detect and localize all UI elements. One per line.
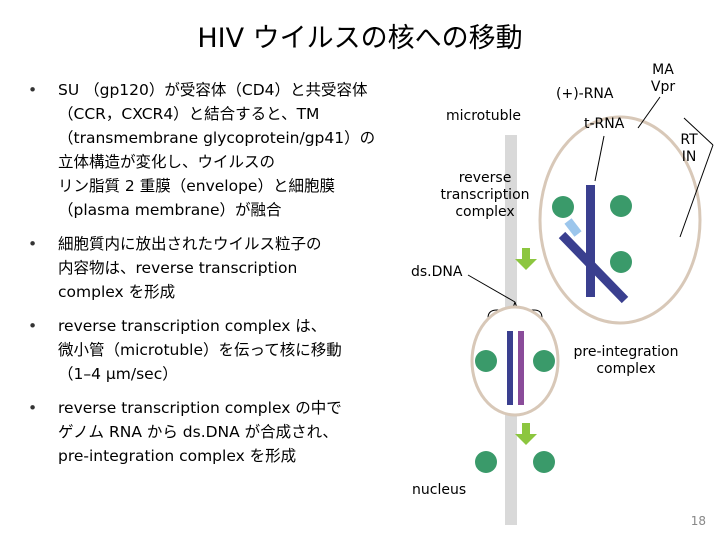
label-line: pre-integration xyxy=(573,344,679,360)
label-nucleus: nucleus xyxy=(412,482,467,498)
dsdna-strand xyxy=(507,331,513,405)
bullet-text-line: pre-integration complex を形成 xyxy=(58,447,297,465)
pointer-rt-in xyxy=(679,144,714,238)
rt-in-protein-dot xyxy=(610,195,632,217)
bullet-text-line: complex を形成 xyxy=(58,283,176,301)
bullet-text-line: （transmembrane glycoprotein/gp41）の xyxy=(58,129,376,147)
label-line: RT xyxy=(680,132,698,148)
label-line: IN xyxy=(681,149,697,165)
label-dsdna: ds.DNA xyxy=(411,264,463,280)
label-line: reverse xyxy=(458,170,512,186)
dsdna-strand xyxy=(518,331,524,405)
rtc-outline xyxy=(538,115,702,325)
label-pre-integration-complex: pre-integration complex xyxy=(566,344,686,378)
bullet-item-dsdna-synthesis: • reverse transcription complex の中で ゲノム … xyxy=(28,396,418,468)
pointer-rt-in xyxy=(683,117,714,146)
page-number: 18 xyxy=(690,514,706,528)
label-line: Vpr xyxy=(650,79,676,95)
bullet-text-line: 立体構造が変化し、ウイルスの xyxy=(58,153,276,171)
bullet-text-line: reverse transcription complex は、 xyxy=(58,317,327,335)
bullet-marker: • xyxy=(28,399,38,417)
bullet-text-line: 細胞質内に放出されたウイルス粒子の xyxy=(58,235,322,253)
bullet-text-line: ゲノム RNA から ds.DNA が合成され、 xyxy=(58,423,338,441)
label-reverse-transcription-complex: reverse transcription complex xyxy=(430,170,540,221)
bullet-text-line: reverse transcription complex の中で xyxy=(58,399,342,417)
plus-rna-strand xyxy=(586,185,595,297)
bullet-marker: • xyxy=(28,317,38,335)
label-ma-vpr: MA Vpr xyxy=(646,62,680,96)
bullet-text-line: （plasma membrane）が融合 xyxy=(58,201,282,219)
label-line: transcription xyxy=(440,187,530,203)
bullet-text-line: 微小管（microtuble）を伝って核に移動 xyxy=(58,341,342,359)
rna-diagonal-strand xyxy=(558,231,629,304)
trna-segment xyxy=(564,218,582,237)
label-trna: t-RNA xyxy=(584,116,625,132)
label-line: complex xyxy=(455,204,515,220)
nucleus-dot xyxy=(533,451,555,473)
nucleus-dot xyxy=(475,451,497,473)
label-microtuble: microtuble xyxy=(446,108,521,124)
rt-in-protein-dot xyxy=(610,251,632,273)
rt-in-protein-dot xyxy=(552,196,574,218)
pointer-dsdna xyxy=(467,274,516,303)
down-arrow-icon xyxy=(515,248,537,270)
integrase-dot xyxy=(475,350,497,372)
bullet-marker: • xyxy=(28,235,38,253)
integrase-dot xyxy=(533,350,555,372)
label-plus-rna: (+)-RNA xyxy=(556,86,614,102)
pointer-trna xyxy=(594,135,605,182)
bullet-text-line: （CCR，CXCR4）と結合すると、TM xyxy=(58,105,320,123)
label-line: complex xyxy=(596,361,656,377)
pointer-ma-vpr xyxy=(637,96,661,129)
down-arrow-icon xyxy=(515,423,537,445)
bullet-list: • SU （gp120）が受容体（CD4）と共受容体 （CCR，CXCR4）と結… xyxy=(28,78,418,478)
bullet-text-line: （1–4 µm/sec） xyxy=(58,365,178,383)
bullet-item-rtc-formation: • 細胞質内に放出されたウイルス粒子の 内容物は、reverse transcr… xyxy=(28,232,418,304)
bullet-text-line: SU （gp120）が受容体（CD4）と共受容体 xyxy=(58,81,368,99)
bullet-text-line: 内容物は、reverse transcription xyxy=(58,259,298,277)
bullet-item-membrane-fusion: • SU （gp120）が受容体（CD4）と共受容体 （CCR，CXCR4）と結… xyxy=(28,78,418,222)
slide-title: HIV ウイルスの核への移動 xyxy=(197,23,523,54)
pic-outline xyxy=(470,305,560,417)
bullet-text-line: リン脂質 2 重膜（envelope）と細胞膜 xyxy=(58,177,335,195)
bullet-marker: • xyxy=(28,81,38,99)
bullet-item-microtubule-transport: • reverse transcription complex は、 微小管（m… xyxy=(28,314,418,386)
label-rt-in: RT IN xyxy=(674,132,704,166)
label-line: MA xyxy=(652,62,674,78)
